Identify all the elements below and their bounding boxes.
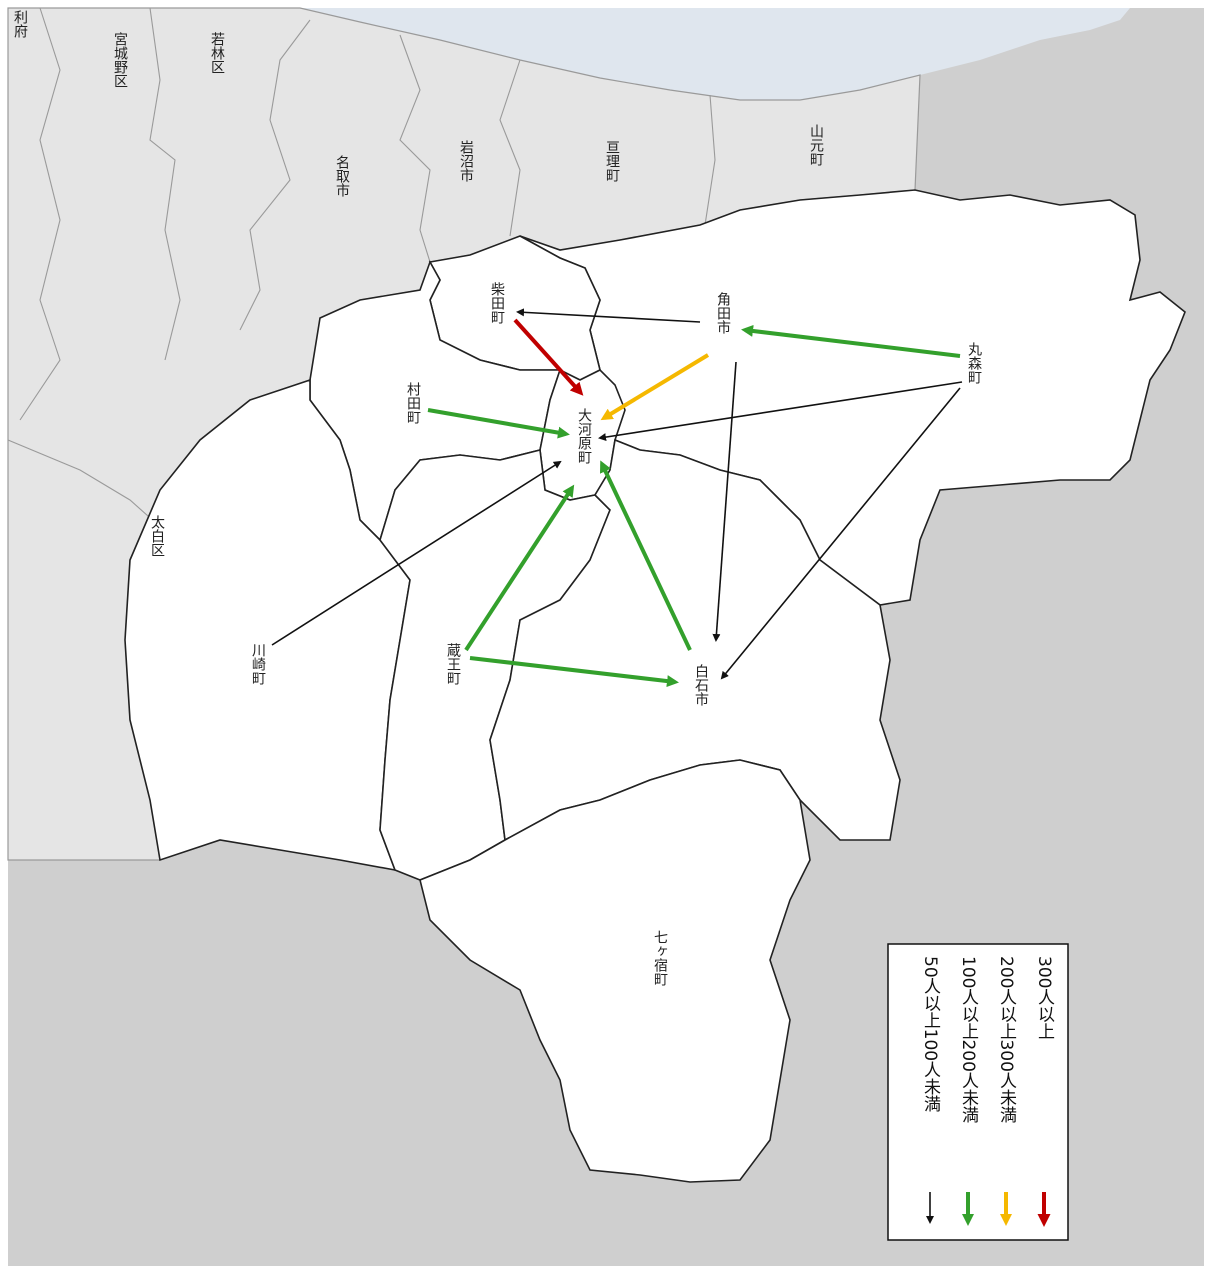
region-shichikashuku xyxy=(419,759,811,1183)
flow-arrow-zao-to-shiroishi xyxy=(469,656,679,688)
label-shiroishi: 白石市 xyxy=(693,664,709,706)
sea xyxy=(300,8,1130,100)
flow-arrow-shiroishi-to-ogawara xyxy=(599,460,692,651)
label-kakuda: 角田市 xyxy=(715,292,731,334)
neighbor-label-yamamoto: 山元町 xyxy=(808,124,824,166)
region-shiroishi xyxy=(489,438,901,842)
flow-arrow-kakuda-to-shiroishi xyxy=(712,361,737,642)
neighbor-labels: 利府 宮城野区 若林区 名取市 岩沼市 亘理町 山元町 太白区 xyxy=(12,10,824,557)
legend-label-0: 50人以上100人未満 xyxy=(920,956,941,1113)
neighbor-label-iwanuma: 岩沼市 xyxy=(458,140,474,182)
neighbor-label-wakabayashi: 若林区 xyxy=(209,32,225,74)
flow-arrows xyxy=(271,308,963,688)
neighbor-label-natori: 名取市 xyxy=(334,155,350,197)
flow-arrow-kakuda-to-ogawara xyxy=(600,353,710,421)
municipality-labels: 大河原町 柴田町 角田市 丸森町 村田町 川崎町 蔵王町 白石市 七ヶ宿町 xyxy=(250,282,982,986)
label-zao: 蔵王町 xyxy=(445,643,461,685)
study-area xyxy=(124,189,1186,1183)
legend-label-2: 200人以上300人未満 xyxy=(996,956,1017,1124)
label-marumori: 丸森町 xyxy=(966,342,982,384)
label-shichikashuku: 七ヶ宿町 xyxy=(652,930,668,986)
label-ogawara: 大河原町 xyxy=(576,408,592,464)
flow-arrow-kawasaki-to-ogawara xyxy=(271,460,562,646)
flow-arrow-marumori-to-kakuda xyxy=(741,325,961,358)
flow-arrow-marumori-to-shiroishi xyxy=(720,387,961,680)
legend-label-1: 100人以上200人未満 xyxy=(958,956,979,1124)
label-kawasaki: 川崎町 xyxy=(250,643,266,685)
label-shibata: 柴田町 xyxy=(489,282,505,324)
neighbor-label-rifu: 利府 xyxy=(12,10,28,39)
legend-box xyxy=(887,943,1069,1241)
flow-arrow-zao-to-ogawara xyxy=(464,484,575,652)
flow-arrow-murata-to-ogawara xyxy=(427,408,570,439)
legend: 50人以上100人未満 100人以上200人未満 200人以上300人未満 300人以… xyxy=(887,943,1069,1241)
flow-arrow-shibata-to-ogawara xyxy=(513,318,584,396)
neighbor-label-taihaku: 太白区 xyxy=(149,515,165,557)
label-murata: 村田町 xyxy=(405,382,421,424)
legend-label-3: 300人以上 xyxy=(1034,956,1055,1039)
neighbor-label-miyagino: 宮城野区 xyxy=(112,32,128,88)
flow-arrow-marumori-to-ogawara xyxy=(598,381,963,442)
flow-arrow-kakuda-to-shibata xyxy=(516,308,701,323)
neighbor-label-watari: 亘理町 xyxy=(604,140,620,182)
